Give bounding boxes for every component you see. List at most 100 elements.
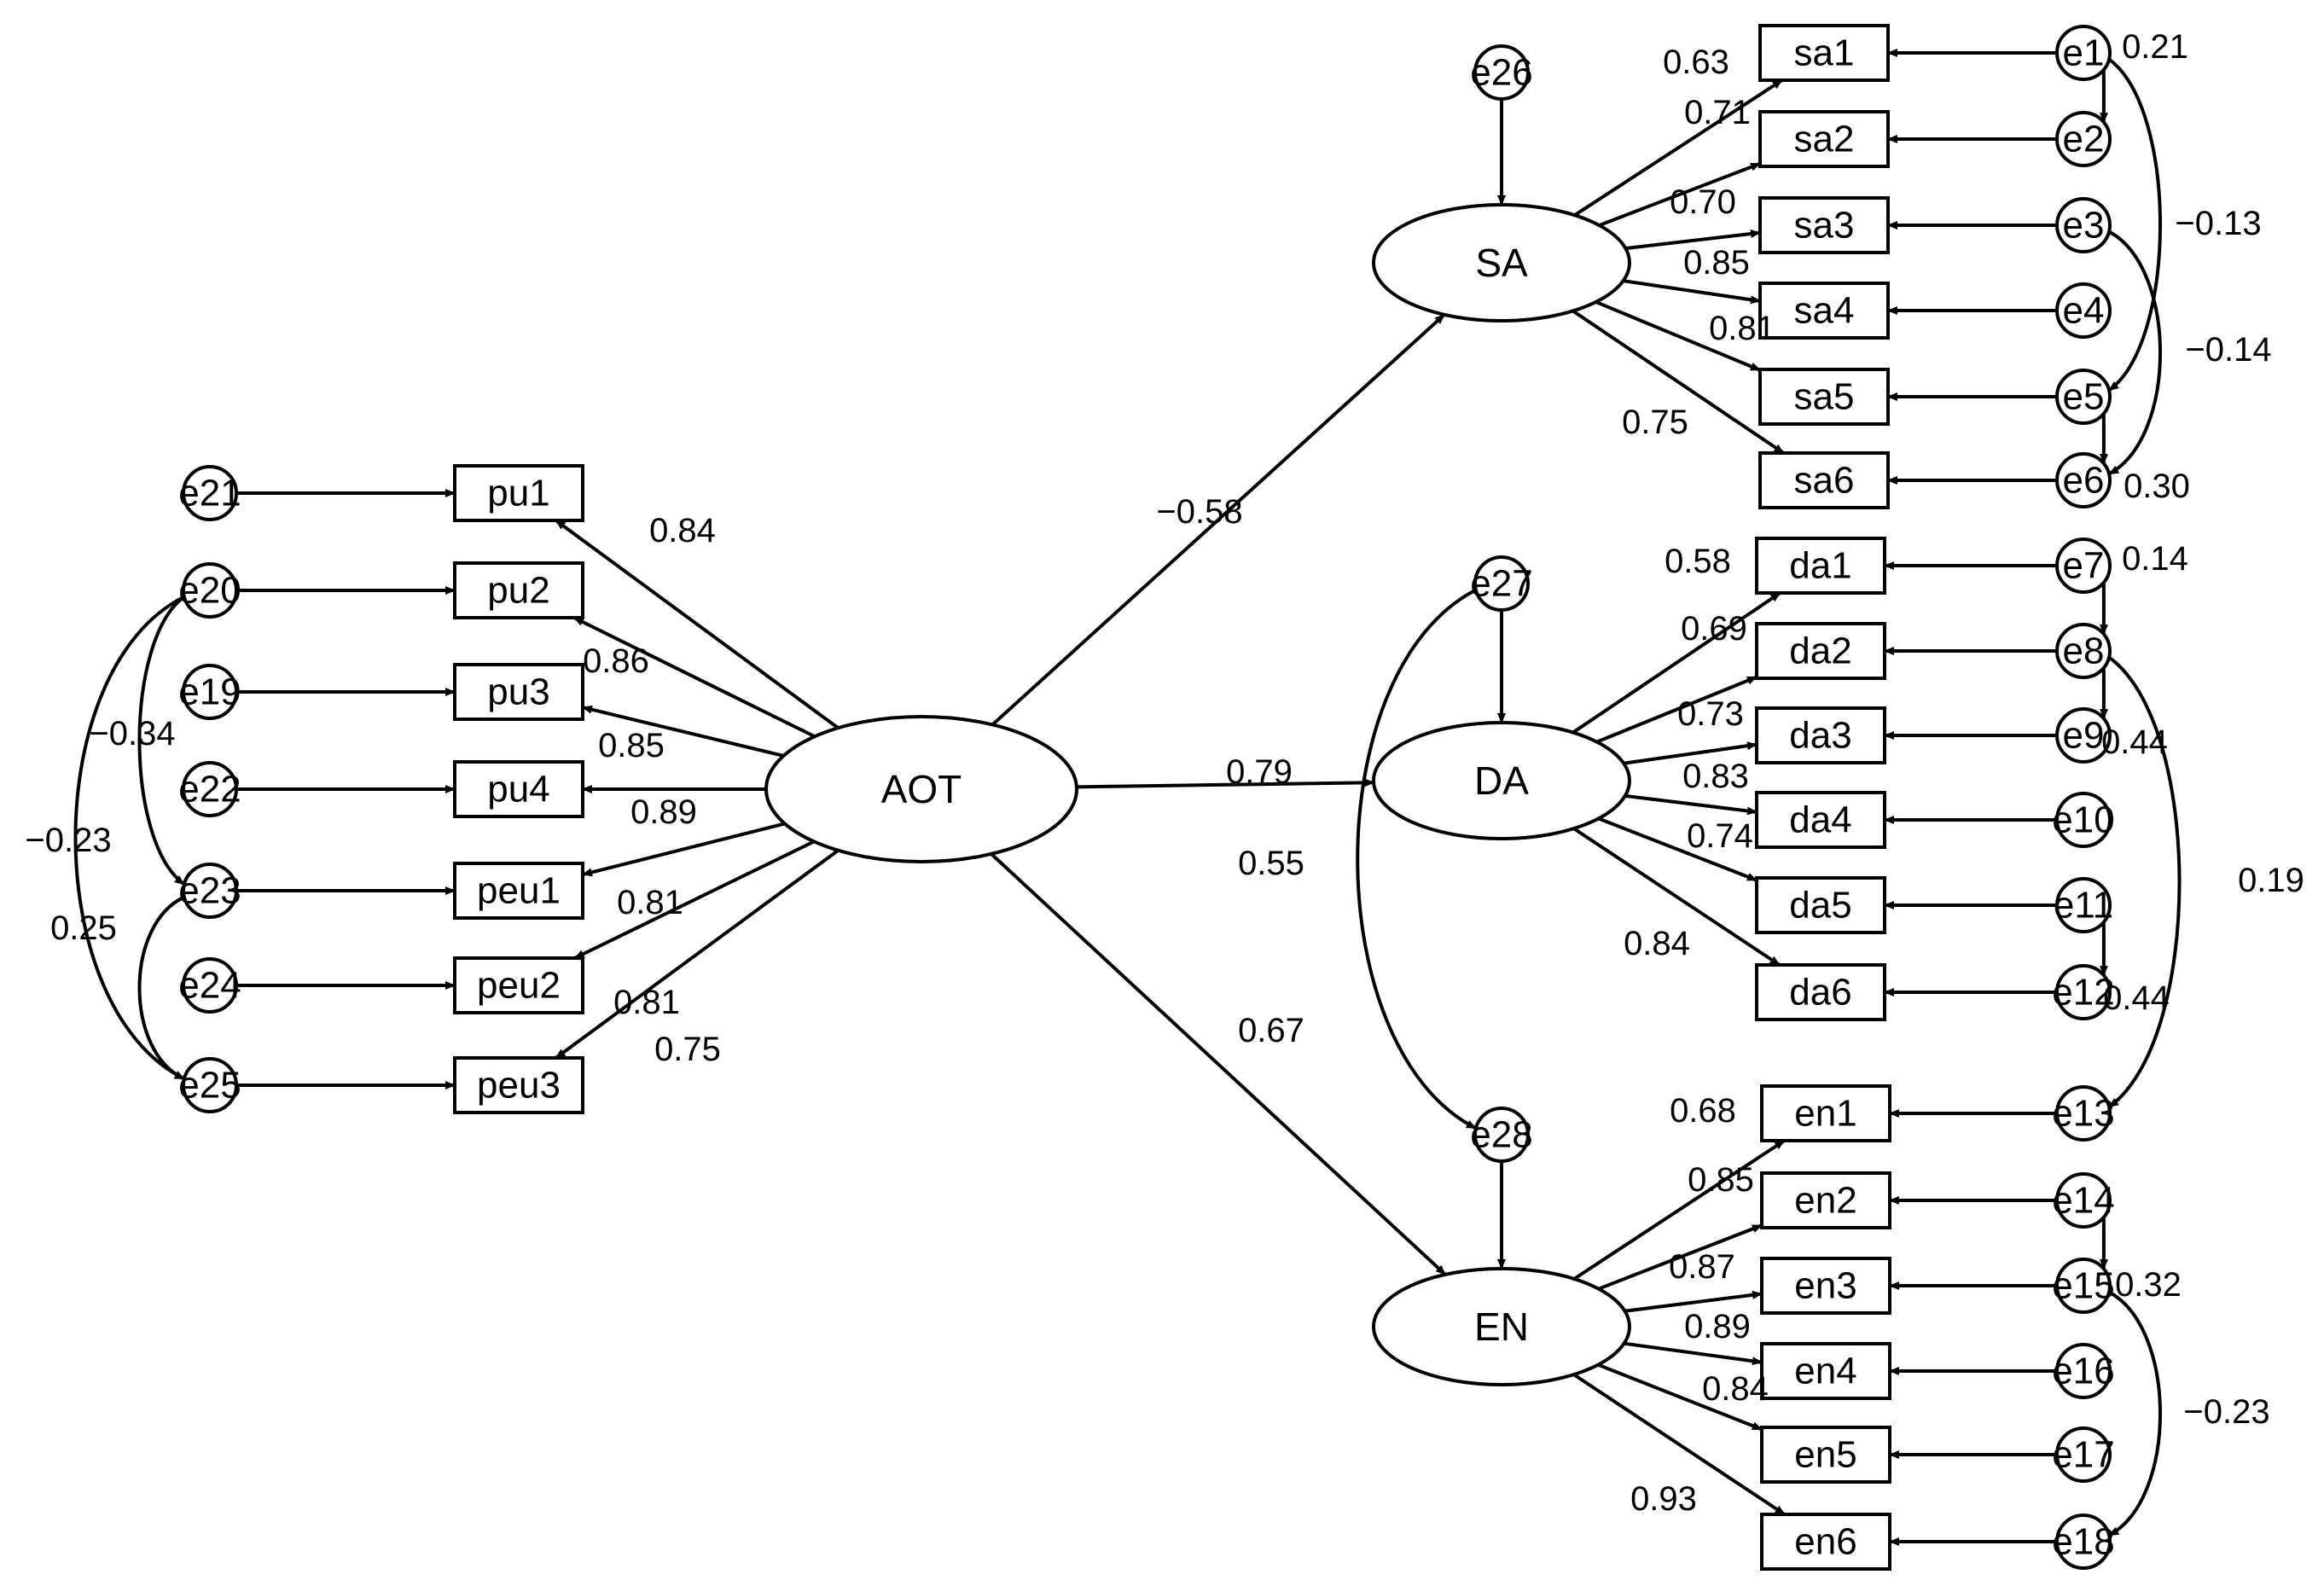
loading-value-da2: 0.69	[1681, 610, 1747, 648]
loading-value-en1: 0.68	[1670, 1092, 1736, 1130]
error-e19	[182, 664, 238, 720]
error-e26	[1473, 44, 1530, 101]
latent-da	[1372, 721, 1631, 840]
covariance-value-e3-e6: −0.14	[2185, 331, 2271, 369]
indicator-sa1	[1758, 24, 1890, 82]
indicator-en2	[1760, 1171, 1891, 1229]
latent-sa	[1372, 203, 1631, 322]
loading-arrow-peu2	[573, 840, 815, 960]
indicator-label-en5: en5	[1794, 1434, 1856, 1476]
indicator-peu2	[453, 956, 584, 1014]
covariance-arc-e8-e13	[2099, 648, 2182, 1109]
error-label-e28: e28	[1470, 1114, 1532, 1156]
latent-label-da: DA	[1474, 758, 1529, 803]
loading-value-peu1: 0.81	[617, 884, 683, 921]
loading-value-en4: 0.89	[1684, 1308, 1751, 1345]
error-e17	[2055, 1426, 2112, 1483]
error-e15	[2055, 1258, 2112, 1314]
indicator-en5	[1760, 1426, 1891, 1484]
indicator-en3	[1760, 1257, 1891, 1315]
indicator-label-en2: en2	[1794, 1180, 1856, 1222]
indicator-label-sa3: sa3	[1794, 205, 1855, 247]
error-e21	[182, 465, 238, 521]
indicator-sa5	[1758, 368, 1890, 426]
loading-arrow-pu1	[555, 519, 840, 729]
error-label-e14: e14	[2052, 1180, 2114, 1222]
loading-arrow-pu3	[582, 705, 784, 758]
latent-label-en: EN	[1474, 1304, 1529, 1349]
loading-value-en6: 0.93	[1630, 1480, 1697, 1518]
indicator-peu3	[453, 1056, 584, 1114]
indicator-label-sa1: sa1	[1794, 32, 1855, 74]
error-e10	[2055, 792, 2112, 848]
covariance-arc-e20-e25	[73, 589, 195, 1081]
error-e20	[182, 562, 238, 619]
path-coefficient-aot-en: 0.67	[1238, 1012, 1304, 1049]
loading-value-da6: 0.84	[1624, 925, 1690, 962]
error-e2	[2055, 111, 2112, 167]
indicator-en1	[1760, 1084, 1891, 1142]
indicator-label-da4: da4	[1789, 799, 1851, 841]
covariance-value-e23-e25: 0.25	[50, 909, 117, 947]
loading-arrow-da6	[1572, 827, 1781, 967]
indicator-label-pu1: pu1	[487, 473, 549, 514]
covariance-value-e1-e2: 0.21	[2122, 28, 2188, 66]
error-label-e3: e3	[2063, 205, 2105, 247]
loading-value-sa4: 0.85	[1683, 244, 1750, 282]
covariance-value-e8-e9: 0.44	[2101, 723, 2168, 761]
error-label-e8: e8	[2063, 630, 2105, 672]
indicator-label-sa2: sa2	[1794, 119, 1855, 160]
loading-value-sa5: 0.81	[1709, 310, 1775, 347]
error-label-e2: e2	[2063, 119, 2105, 160]
indicator-da1	[1755, 537, 1886, 595]
indicator-label-da2: da2	[1789, 630, 1851, 672]
loading-arrow-da1	[1572, 591, 1781, 735]
indicator-sa6	[1758, 451, 1890, 509]
loading-value-sa2: 0.71	[1684, 94, 1751, 131]
loading-value-peu3: 0.75	[654, 1031, 721, 1068]
indicator-da5	[1755, 876, 1886, 934]
covariance-value-e20-e25: −0.23	[25, 822, 111, 859]
loading-value-pu4: 0.89	[630, 793, 697, 831]
loading-arrow-pu2	[572, 616, 816, 739]
indicator-sa2	[1758, 110, 1890, 168]
loading-arrow-sa4	[1623, 279, 1761, 305]
indicator-pu1	[453, 464, 584, 522]
indicator-da4	[1755, 791, 1886, 849]
indicator-en6	[1760, 1513, 1891, 1571]
error-e16	[2055, 1343, 2112, 1399]
error-label-e5: e5	[2063, 376, 2105, 418]
path-arrow-aot-da	[1076, 778, 1375, 789]
error-label-e25: e25	[178, 1065, 241, 1107]
indicator-label-en6: en6	[1794, 1521, 1856, 1563]
error-label-e24: e24	[178, 965, 241, 1007]
error-e24	[182, 957, 238, 1014]
error-label-e12: e12	[2052, 972, 2114, 1014]
loading-value-sa1: 0.63	[1663, 44, 1729, 81]
indicator-label-da1: da1	[1789, 545, 1851, 587]
indicator-label-sa6: sa6	[1794, 460, 1855, 502]
loading-value-en5: 0.84	[1702, 1370, 1769, 1408]
error-label-e11: e11	[2054, 885, 2113, 927]
latent-label-sa: SA	[1475, 241, 1528, 285]
loading-arrow-sa3	[1625, 230, 1761, 251]
loading-arrow-da2	[1595, 675, 1758, 744]
error-e27	[1473, 555, 1530, 612]
loading-value-pu1: 0.84	[649, 512, 716, 549]
covariance-value-e7-e8: 0.14	[2122, 540, 2188, 578]
indicator-sa4	[1758, 282, 1890, 340]
indicator-da2	[1755, 622, 1886, 680]
error-e18	[2055, 1514, 2112, 1570]
loading-arrow-peu3	[555, 849, 840, 1060]
error-e5	[2055, 369, 2112, 425]
indicator-label-en4: en4	[1794, 1351, 1856, 1392]
loading-value-pu2: 0.86	[583, 642, 649, 680]
loading-value-sa3: 0.70	[1670, 183, 1736, 221]
covariance-arc-e20-e23	[137, 587, 195, 886]
error-label-e27: e27	[1470, 563, 1532, 605]
error-e9	[2055, 707, 2112, 764]
indicator-label-peu3: peu3	[477, 1065, 561, 1107]
error-label-e15: e15	[2052, 1265, 2114, 1307]
